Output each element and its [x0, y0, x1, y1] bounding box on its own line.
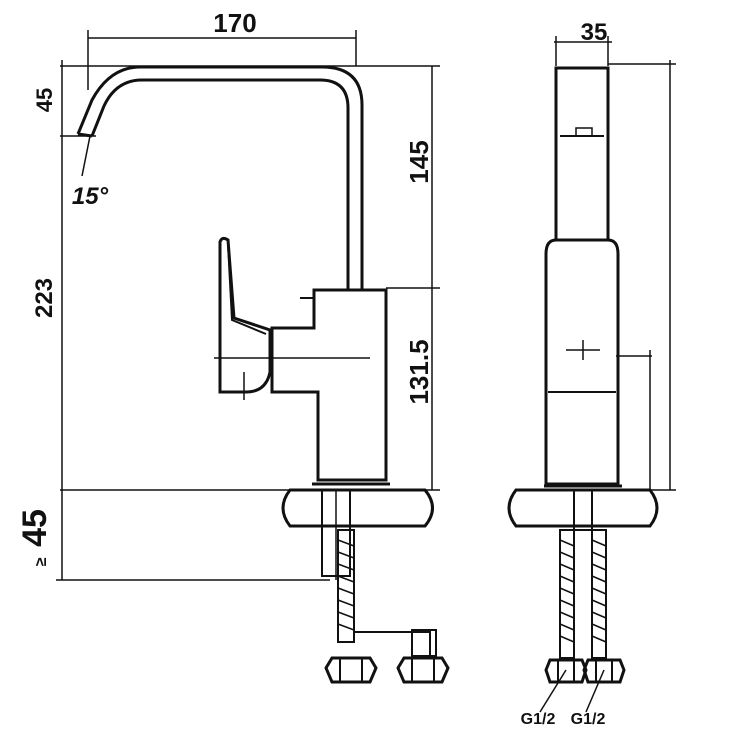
nut-left-front: [324, 656, 378, 684]
side-spout: [554, 66, 610, 242]
side-dimensions: [554, 36, 676, 491]
nut-right-side: [582, 658, 626, 684]
hose-left-side: [559, 529, 575, 659]
side-view: [507, 66, 659, 713]
handle-lever-inner: [227, 243, 267, 335]
hose-left-front: [337, 529, 355, 643]
dim-spout-drop: 45: [32, 88, 57, 112]
connection-left-label: G1/2: [521, 711, 556, 728]
nut-right-front: [396, 656, 450, 684]
hose-right-front-stub: [411, 629, 437, 657]
handle-lever: [218, 236, 272, 394]
dim-total-height: 223: [31, 278, 58, 318]
dim-counter-prefix: ≥: [33, 557, 50, 566]
front-dimensions: [56, 30, 440, 581]
counter-top-side: [507, 488, 659, 528]
spout-outer: [76, 65, 364, 290]
hose-right-side: [591, 529, 607, 659]
body-outline: [270, 288, 388, 482]
spout-angle-line: [81, 135, 91, 177]
side-body: [544, 238, 620, 486]
dim-body-height: 131.5: [404, 339, 434, 404]
counter-top-front: [281, 488, 434, 528]
dim-spout-angle: 15°: [72, 183, 109, 210]
dim-spout-height: 145: [404, 140, 434, 183]
front-view: [60, 65, 450, 684]
connection-right-label: G1/2: [571, 711, 606, 728]
dim-top-width: 170: [213, 8, 256, 38]
dim-counter-thickness: ≥ 45: [16, 509, 54, 566]
nut-left-side: [544, 658, 588, 684]
dim-counter-value: 45: [16, 509, 54, 547]
dim-side-width: 35: [581, 19, 608, 46]
hose-right-front: [354, 631, 431, 656]
spout-inner: [90, 78, 350, 290]
